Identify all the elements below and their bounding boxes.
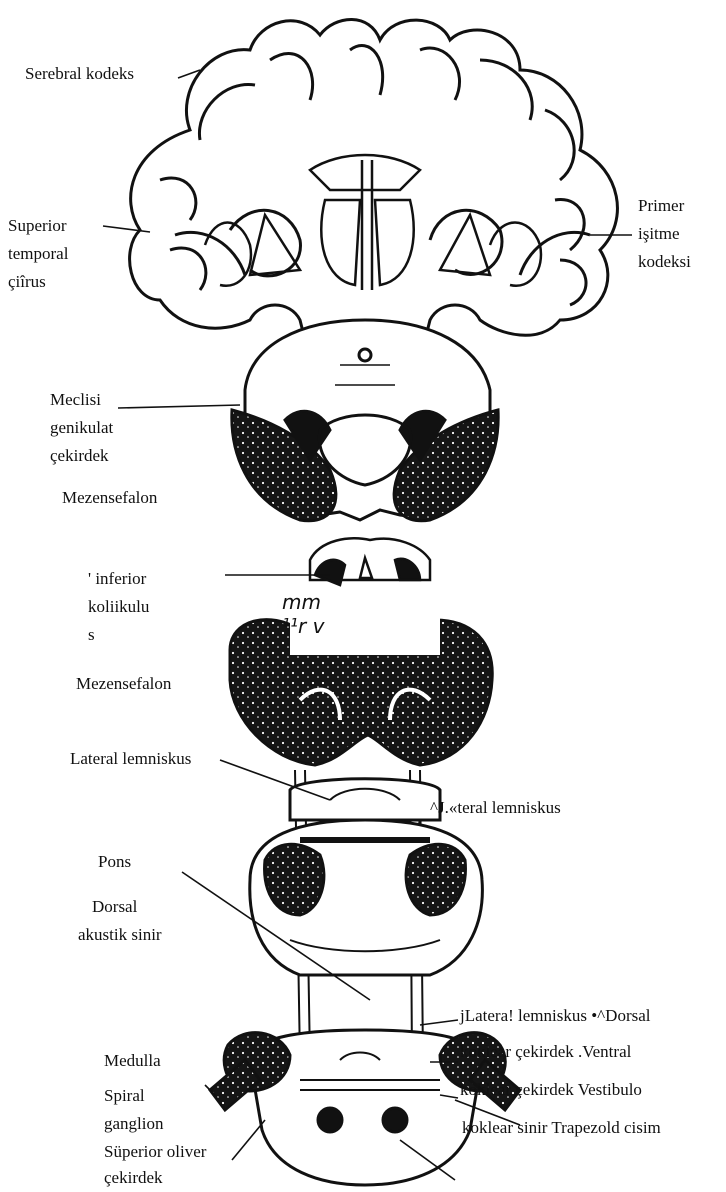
label-superior-oliver-2: çekirdek — [104, 1164, 163, 1192]
label-superior-temporal-1: Superior — [8, 212, 67, 240]
label-superior-temporal-3: çiîrus — [8, 268, 46, 296]
label-inferior-colliculus-1: ' inferior — [88, 565, 146, 593]
label-mezensefalon-upper: Mezensefalon — [62, 484, 157, 512]
label-dorsal-akustik-2: akustik sinir — [78, 921, 162, 949]
label-lateral-lemniskus-left: Lateral lemniskus — [70, 745, 191, 773]
label-inferior-colliculus-3: s — [88, 621, 95, 649]
label-medial-geniculate-3: çekirdek — [50, 442, 109, 470]
label-lateral-lemniskus-right: ^J.«teral lemniskus — [430, 794, 561, 822]
mesencephalon-lower — [230, 615, 492, 765]
midbrain-upper — [232, 320, 498, 521]
inferior-colliculus-section — [310, 538, 430, 585]
label-medial-geniculate-2: genikulat — [50, 414, 113, 442]
label-spiral-ganglion-2: ganglion — [104, 1110, 164, 1138]
label-primer-isitme-3: kodeksi — [638, 248, 691, 276]
label-superior-temporal-2: temporal — [8, 240, 68, 268]
label-medial-geniculate-1: Meclisi — [50, 386, 101, 414]
label-lateral-lemniskus-dorsal: jLatera! lemniskus •^Dorsal — [460, 1002, 651, 1030]
label-pons: Pons — [98, 848, 131, 876]
label-inferior-colliculus-2: koliikulu — [88, 593, 149, 621]
label-medulla: Medulla — [104, 1047, 161, 1075]
label-primer-isitme-2: işitme — [638, 220, 680, 248]
label-koklear-trapezoid: koklear sinir Trapezold cisim — [462, 1114, 661, 1142]
label-primer-isitme-1: Primer — [638, 192, 684, 220]
label-serebral-kodeks: Serebral kodeks — [25, 60, 134, 88]
label-dorsal-akustik-1: Dorsal — [92, 893, 137, 921]
label-koklear-vestibulo: koklear çekirdek Vestibulo — [460, 1076, 642, 1104]
label-spiral-ganglion-1: Spiral — [104, 1082, 145, 1110]
label-mezensefalon-lower: Mezensefalon — [76, 670, 171, 698]
label-koklear-ventral: koklear çekirdek .Ventral — [460, 1038, 631, 1066]
label-superior-oliver-1: Süperior oliver — [104, 1138, 206, 1166]
artifact-text-2: ¹¹r v — [282, 612, 324, 640]
